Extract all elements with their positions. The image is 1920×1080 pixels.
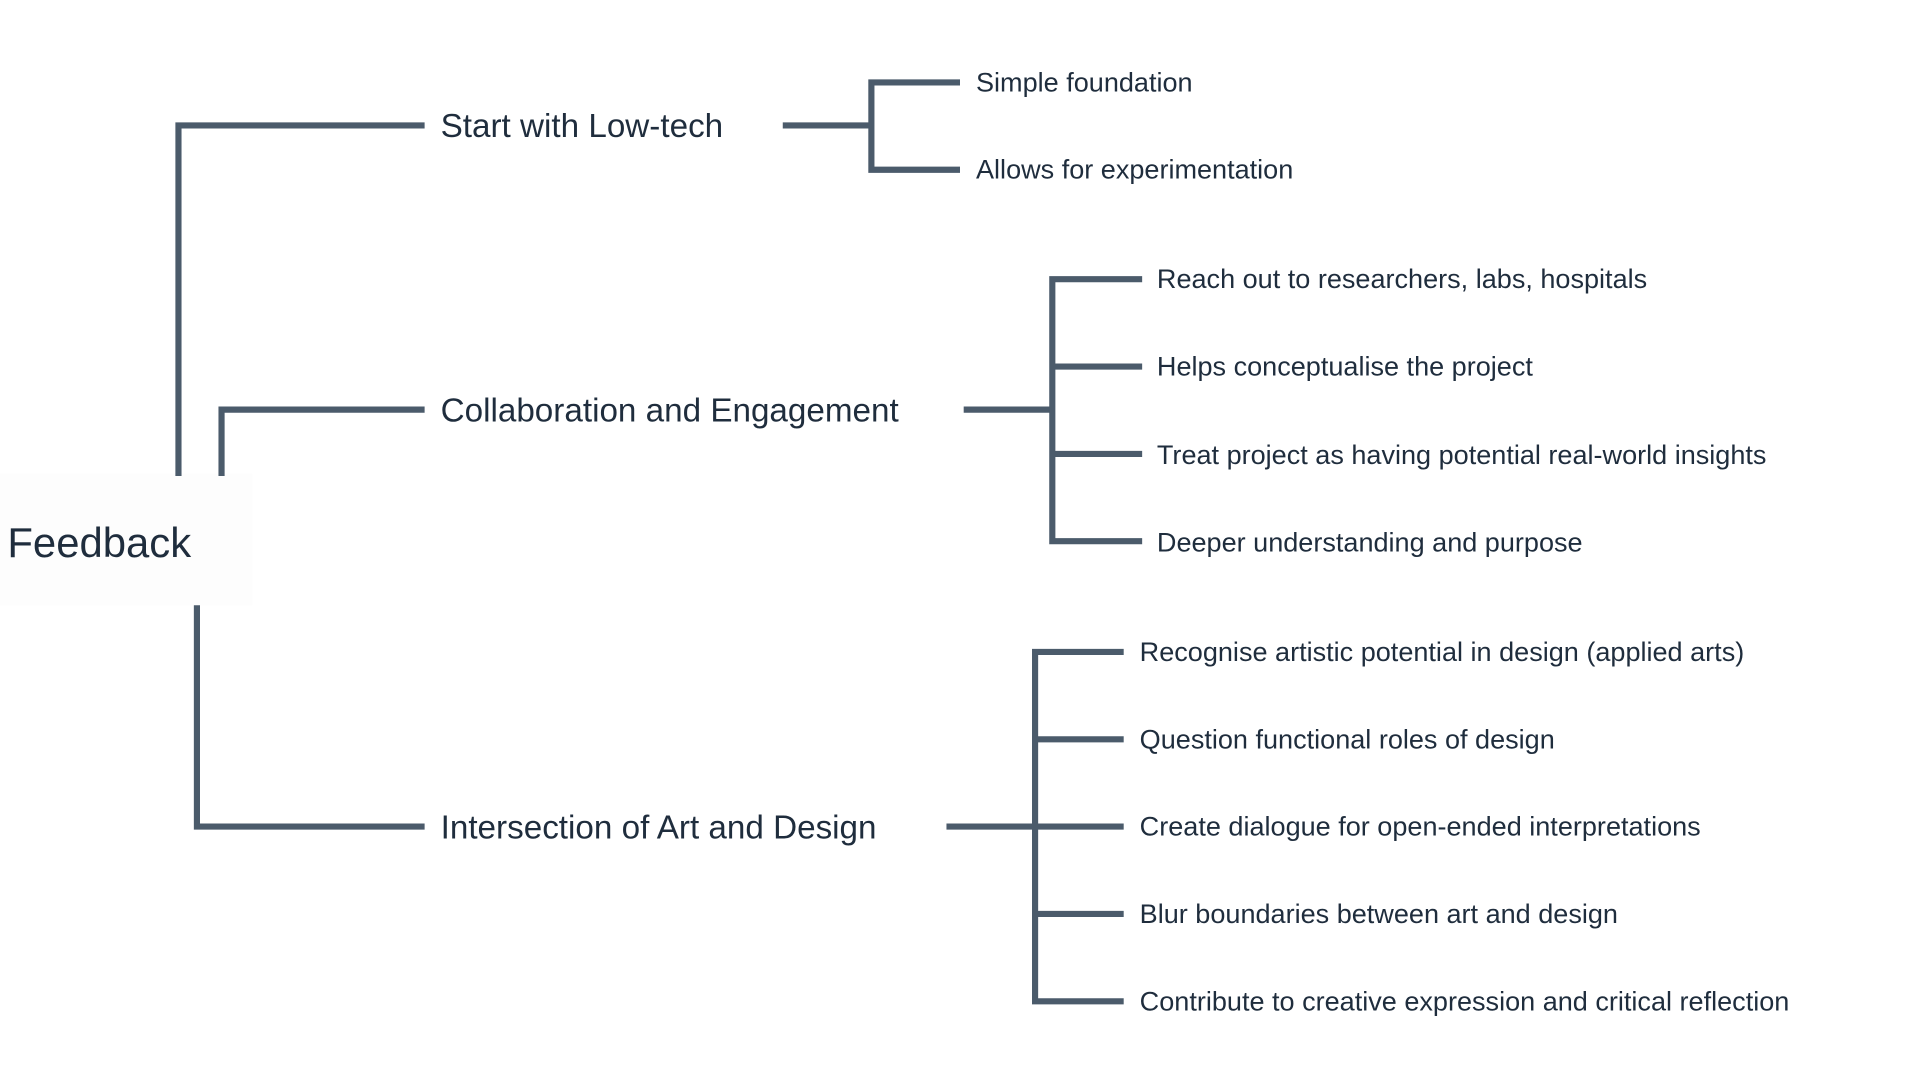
root-node-box (0, 473, 253, 606)
connector-root-branch-2 (218, 406, 425, 477)
branch-intersection-of-art-and-design[interactable]: Intersection of Art and Design (441, 809, 877, 846)
connector-branch-2-children (963, 276, 1143, 545)
branch-collaboration-and-engagement[interactable]: Collaboration and Engagement (441, 392, 899, 429)
leaf-node[interactable]: Recognise artistic potential in design (… (1140, 637, 1745, 667)
leaf-node[interactable]: Deeper understanding and purpose (1157, 527, 1583, 557)
connector-root-branch-3 (193, 605, 425, 830)
leaf-node[interactable]: Allows for experimentation (976, 155, 1293, 185)
leaf-node[interactable]: Reach out to researchers, labs, hospital… (1157, 264, 1647, 294)
leaf-node[interactable]: Blur boundaries between art and design (1140, 899, 1618, 929)
root-label: Feedback (7, 519, 191, 566)
connector-branch-1-children (782, 79, 960, 173)
leaf-node[interactable]: Contribute to creative expression and cr… (1140, 986, 1790, 1016)
leaf-node[interactable]: Simple foundation (976, 67, 1193, 97)
leaf-node[interactable]: Treat project as having potential real-w… (1157, 440, 1767, 470)
leaf-node[interactable]: Create dialogue for open-ended interpret… (1140, 812, 1701, 842)
root-node[interactable]: Feedback (0, 473, 253, 606)
leaf-node[interactable]: Helps conceptualise the project (1157, 352, 1533, 382)
connector-branch-3-children (946, 648, 1124, 1005)
branch-start-with-low-tech[interactable]: Start with Low-tech (441, 108, 724, 145)
leaf-node[interactable]: Question functional roles of design (1140, 724, 1555, 754)
connector-root-branch-1 (175, 122, 425, 477)
